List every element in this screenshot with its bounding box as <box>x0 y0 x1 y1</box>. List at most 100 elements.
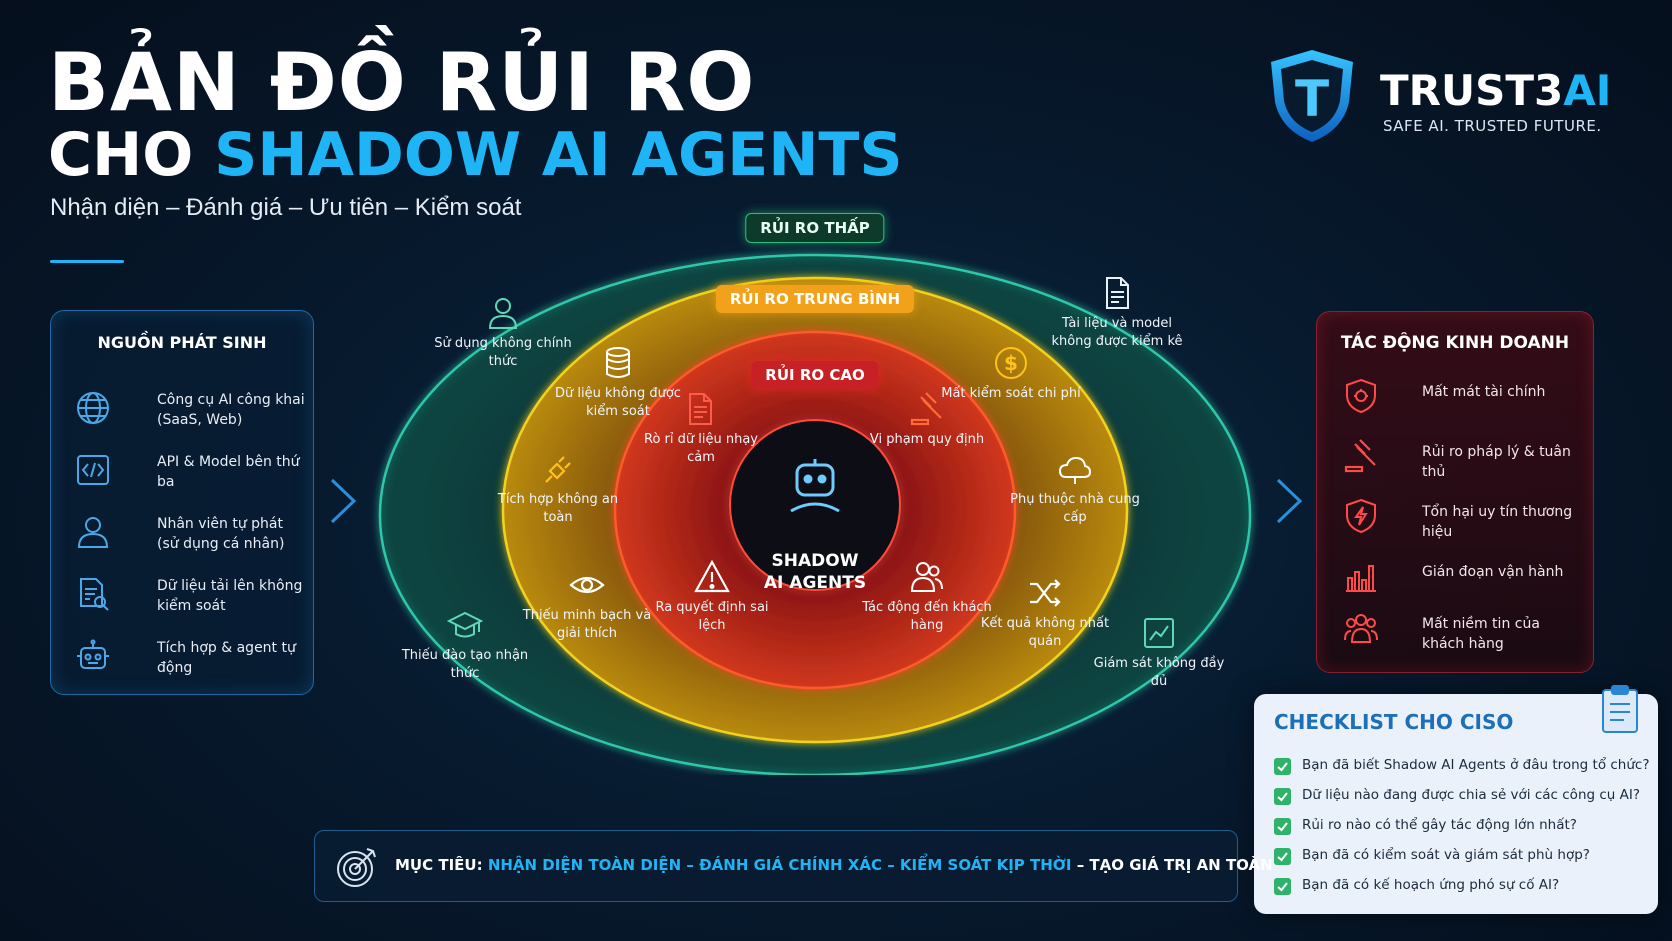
chevron-right-icon <box>330 478 357 524</box>
core-label-line2: AI AGENTS <box>763 573 867 593</box>
low-risk-text: Sử dụng không chính thức <box>434 336 572 369</box>
low-risk-text: Giám sát không đầy đủ <box>1093 656 1225 689</box>
checklist-text: Bạn đã có kế hoạch ứng phó sự cố AI? <box>1302 877 1560 893</box>
high-risk-text: Rò rỉ dữ liệu nhạy cảm <box>644 432 758 465</box>
source-item: Dữ liệu tải lên không kiểm soát <box>71 572 306 622</box>
checklist-text: Bạn đã có kiểm soát và giám sát phù hợp? <box>1302 847 1590 863</box>
graduation-cap-icon <box>447 611 483 638</box>
code-icon <box>77 455 109 485</box>
impact-item: Mất niềm tin của khách hàng <box>1337 608 1587 656</box>
title-prefix: CHO <box>48 120 215 190</box>
checklist-text: Dữ liệu nào đang được chia sẻ với các cô… <box>1302 787 1641 803</box>
source-label: Dữ liệu tải lên không kiểm soát <box>157 578 303 614</box>
high-risk-item: Rò rỉ dữ liệu nhạy cảm <box>631 391 771 467</box>
source-label: Công cụ AI công khai (SaaS, Web) <box>157 392 305 428</box>
risk-diagram: SHADOW AI AGENTS RỦI RO THẤP RỦI RO TRUN… <box>365 213 1265 775</box>
cloud-icon <box>1058 456 1092 484</box>
brand-shield-icon: T <box>1271 50 1353 142</box>
impact-label: Mất mát tài chính <box>1422 384 1546 400</box>
source-label: API & Model bên thứ ba <box>157 454 300 490</box>
impact-item: Rủi ro pháp lý & tuân thủ <box>1337 436 1587 484</box>
robot-icon <box>77 639 109 669</box>
checklist-item: Bạn đã có kế hoạch ứng phó sự cố AI? <box>1274 876 1654 898</box>
brand-name-accent: AI <box>1563 66 1612 115</box>
brand-shield-letter: T <box>1295 70 1329 128</box>
clipboard-icon <box>1602 685 1638 733</box>
brand-tagline: SAFE AI. TRUSTED FUTURE. <box>1383 117 1602 135</box>
checklist-title: CHECKLIST CHO CISO <box>1274 710 1514 734</box>
impact-item: Tổn hại uy tín thương hiệu <box>1337 496 1587 544</box>
impact-label: Mất niềm tin của khách hàng <box>1422 616 1540 652</box>
mid-risk-text: Phụ thuộc nhà cung cấp <box>1010 492 1140 525</box>
mid-risk-item: Dữ liệu không được kiểm soát <box>548 345 688 421</box>
title-underline <box>50 260 124 263</box>
user-icon <box>77 517 109 548</box>
eye-icon <box>569 576 605 594</box>
robot-head-icon <box>790 459 840 513</box>
checklist-item: Bạn đã có kiểm soát và giám sát phù hợp? <box>1274 846 1654 868</box>
mid-risk-item: Thiếu minh bạch và giải thích <box>517 567 657 643</box>
checklist-item: Bạn đã biết Shadow AI Agents ở đâu trong… <box>1274 756 1654 778</box>
source-label: Tích hợp & agent tự động <box>157 640 296 676</box>
low-risk-label: RỦI RO THẤP <box>745 213 885 243</box>
checkbox-checked-icon <box>1274 848 1291 865</box>
svg-text:$: $ <box>1004 351 1018 375</box>
checkbox-checked-icon <box>1274 758 1291 775</box>
low-risk-item: Sử dụng không chính thức <box>433 295 573 371</box>
users-group-icon <box>1344 614 1378 643</box>
file-icon <box>1106 277 1129 309</box>
checkbox-checked-icon <box>1274 818 1291 835</box>
low-risk-text: Thiếu đào tạo nhận thức <box>401 648 529 681</box>
high-risk-text: Tác động đến khách hàng <box>862 600 992 633</box>
gavel-icon <box>910 392 942 426</box>
core-label: SHADOW AI AGENTS <box>764 550 866 594</box>
mid-risk-text: Dữ liệu không được kiểm soát <box>555 386 681 419</box>
title-accent: SHADOW AI AGENTS <box>214 120 903 190</box>
mid-risk-text: Mất kiểm soát chi phí <box>941 386 1081 401</box>
chevron-right-icon <box>1276 478 1303 524</box>
high-risk-text: Ra quyết định sai lệch <box>655 600 769 633</box>
risk-rings <box>378 253 1252 775</box>
mid-risk-item: Tích hợp không an toàn <box>488 451 628 527</box>
source-label: Nhân viên tự phát (sử dụng cá nhân) <box>157 516 285 552</box>
source-item: API & Model bên thứ ba <box>71 448 306 498</box>
high-risk-label: RỦI RO CAO <box>751 361 879 389</box>
checklist-text: Rủi ro nào có thể gây tác động lớn nhất? <box>1302 817 1577 833</box>
core-label-line1: SHADOW <box>771 551 859 571</box>
mid-risk-item: Phụ thuộc nhà cung cấp <box>1005 451 1145 527</box>
low-risk-item: Giám sát không đầy đủ <box>1089 615 1229 691</box>
impact-item: Mất mát tài chính <box>1337 376 1587 424</box>
brand-name: TRUST3AI <box>1380 66 1611 116</box>
high-risk-item: Ra quyết định sai lệch <box>642 559 782 635</box>
impact-panel: TÁC ĐỘNG KINH DOANH Mất mát tài chính Rủ… <box>1316 311 1594 673</box>
mid-risk-item: $ Mất kiểm soát chi phí <box>941 345 1081 403</box>
checkbox-checked-icon <box>1274 878 1291 895</box>
globe-icon <box>77 392 109 424</box>
ciso-checklist: CHECKLIST CHO CISO Bạn đã biết Shadow AI… <box>1254 685 1658 914</box>
page-title-line1: BẢN ĐỒ RỦI RO <box>48 36 756 129</box>
mid-risk-text: Thiếu minh bạch và giải thích <box>522 608 652 641</box>
checkbox-checked-icon <box>1274 788 1291 805</box>
database-icon <box>606 347 630 378</box>
high-risk-item: Vi phạm quy định <box>857 391 997 449</box>
shield-bolt-icon <box>1346 498 1376 534</box>
users-icon <box>910 562 943 592</box>
low-risk-text: Tài liệu và model không được kiểm kê <box>1051 316 1183 349</box>
document-search-icon <box>80 578 109 611</box>
mid-risk-label: RỦI RO TRUNG BÌNH <box>715 285 915 313</box>
high-risk-item: Tác động đến khách hàng <box>857 559 997 635</box>
source-item: Công cụ AI công khai (SaaS, Web) <box>71 386 306 436</box>
goal-text: MỤC TIÊU: NHẬN DIỆN TOÀN DIỆN – ĐÁNH GIÁ… <box>395 856 1273 874</box>
mid-risk-text: Tích hợp không an toàn <box>497 492 619 525</box>
warning-icon <box>694 559 730 593</box>
page-title-line2: CHO SHADOW AI AGENTS <box>48 120 903 190</box>
user-outline-icon <box>488 298 518 329</box>
target-icon <box>337 848 376 887</box>
plug-icon <box>545 456 571 483</box>
source-item: Tích hợp & agent tự động <box>71 634 306 684</box>
dollar-icon: $ <box>995 347 1027 379</box>
goal-suffix: – TẠO GIÁ TRỊ AN TOÀN <box>1071 856 1273 874</box>
page-subtitle: Nhận diện – Đánh giá – Ưu tiên – Kiểm so… <box>50 194 522 221</box>
shuffle-icon <box>1030 579 1061 607</box>
checklist-text: Bạn đã biết Shadow AI Agents ở đâu trong… <box>1302 757 1650 773</box>
